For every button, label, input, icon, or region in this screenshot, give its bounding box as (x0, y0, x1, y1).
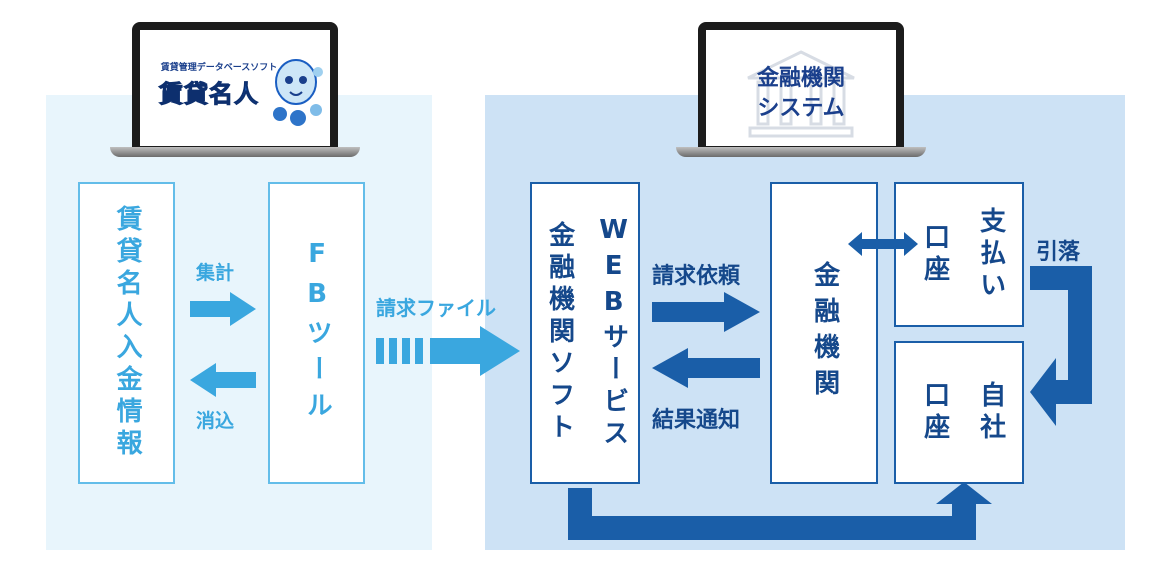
software-to-own-account-arrow (568, 482, 992, 540)
bank-system-title-line1: 金融機関 (756, 66, 845, 91)
direct-debit-label: 引落 (1036, 240, 1081, 265)
laptop-base (676, 147, 926, 157)
logo-title: 賃貸名人 (159, 80, 259, 109)
billing-request-label: 請求依頼 (652, 264, 741, 289)
bank-box: 金融機関 (770, 182, 878, 484)
bank-payment-double-arrow (848, 232, 918, 256)
reconcile-label: 消込 (196, 410, 235, 432)
right-laptop: 金融機関 システム (676, 22, 926, 162)
aggregate-arrow (190, 292, 256, 326)
billing-request-arrow (652, 292, 760, 332)
payment-account-box: 支払い 口座 (894, 182, 1024, 327)
laptop-display: 賃貸管理データベースソフト 賃貸名人 (140, 30, 330, 146)
own-company-label: 自社 (975, 380, 1006, 445)
direct-debit-arrow (1030, 266, 1092, 426)
bank-system-title-line2: システム (757, 96, 845, 121)
mascot-icon (273, 59, 323, 126)
fb-tool-box: FBツール (268, 182, 365, 484)
web-service-label: WEBサービス (598, 215, 629, 451)
laptop-display: 金融機関 システム (706, 30, 896, 146)
bank-label: 金融機関 (809, 261, 840, 405)
billing-file-label: 請求ファイル (376, 296, 496, 320)
reconcile-arrow (190, 363, 256, 397)
payment-account-label: 口座 (919, 222, 950, 287)
own-account-label: 口座 (919, 380, 950, 445)
left-laptop: 賃貸管理データベースソフト 賃貸名人 (110, 22, 360, 162)
own-account-box: 自社 口座 (894, 341, 1024, 484)
logo-subtitle: 賃貸管理データベースソフト (160, 63, 278, 73)
billing-file-arrow (376, 326, 520, 376)
fb-tool-label: FBツール (302, 239, 333, 427)
payment-label: 支払い (975, 206, 1006, 303)
web-service-bank-software-box: WEBサービス 金融機関ソフト (530, 182, 640, 484)
rental-payment-info-box: 賃貸名人入金情報 (78, 182, 175, 484)
laptop-base (110, 147, 360, 157)
result-notice-arrow (652, 348, 760, 388)
result-notice-label: 結果通知 (652, 408, 741, 433)
rental-payment-info-label: 賃貸名人入金情報 (112, 205, 143, 461)
bank-building-icon (747, 50, 855, 138)
bank-software-label: 金融機関ソフト (544, 221, 575, 445)
aggregate-label: 集計 (196, 262, 235, 284)
